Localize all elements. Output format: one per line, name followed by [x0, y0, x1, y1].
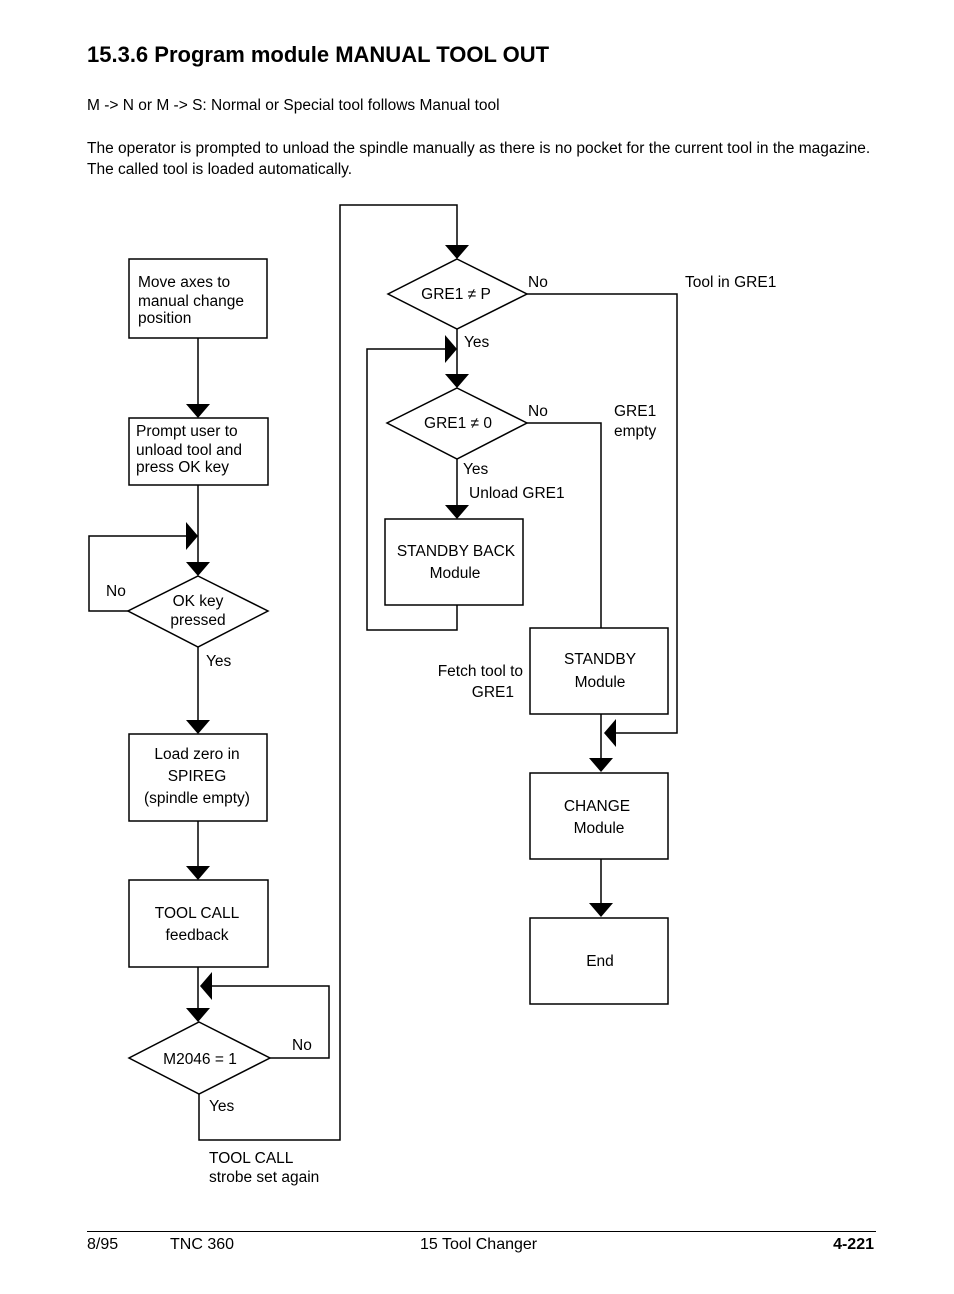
- move-axes-box: [128, 258, 268, 339]
- change-line-1: CHANGE: [564, 798, 630, 815]
- footer-page-number: 4-221: [833, 1236, 874, 1253]
- strobe-line-2: strobe set again: [209, 1169, 319, 1186]
- gre1-0-no-label: No: [528, 403, 548, 420]
- page-heading: 15.3.6 Program module MANUAL TOOL OUT: [87, 42, 550, 67]
- load-zero-box: [128, 733, 268, 822]
- gre1-empty-line-1: GRE1: [614, 403, 656, 420]
- m2046-decision: [127, 1021, 272, 1095]
- standby-line-2: Module: [575, 674, 626, 691]
- gre1-p-label: GRE1 ≠ P: [421, 286, 491, 303]
- gre1-0-decision: [385, 387, 529, 460]
- tool-call-feedback-line-2: feedback: [166, 927, 229, 944]
- gre1-empty-line-2: empty: [614, 423, 656, 440]
- ok-no-label: No: [106, 583, 126, 600]
- ok-key-line-1: OK key: [173, 593, 224, 610]
- move-axes-line-3: position: [138, 310, 191, 327]
- end-box: [529, 917, 669, 1005]
- intro-text: M -> N or M -> S: Normal or Special tool…: [87, 97, 500, 114]
- prompt-user-box: [128, 417, 269, 486]
- ok-yes-label: Yes: [206, 653, 232, 670]
- tool-in-gre1-label: Tool in GRE1: [685, 274, 776, 291]
- flow-connectors: [88, 204, 678, 1141]
- m2046-label: M2046 = 1: [163, 1051, 237, 1068]
- gre1-0-yes-label: Yes: [463, 461, 489, 478]
- standby-line-1: STANDBY: [564, 651, 636, 668]
- load-zero-line-3: (spindle empty): [144, 790, 250, 807]
- gre1-p-decision: [386, 258, 529, 330]
- prompt-user-line-1: Prompt user to: [136, 423, 238, 440]
- m2046-no-label: No: [292, 1037, 312, 1054]
- move-axes-line-2: manual change: [138, 293, 244, 310]
- unload-gre1-label: Unload GRE1: [469, 485, 565, 502]
- move-axes-line-1: Move axes to: [138, 274, 230, 291]
- prompt-user-line-3: press OK key: [136, 459, 229, 476]
- strobe-line-1: TOOL CALL: [209, 1150, 294, 1167]
- prompt-user-line-2: unload tool and: [136, 442, 242, 459]
- footer-date: 8/95: [87, 1236, 119, 1253]
- ok-key-decision: [126, 575, 270, 648]
- m2046-yes-label: Yes: [209, 1098, 235, 1115]
- standby-back-line-1: STANDBY BACK: [397, 543, 516, 560]
- gre1-0-label: GRE1 ≠ 0: [424, 415, 492, 432]
- ok-key-line-2: pressed: [170, 612, 225, 629]
- change-box: [529, 772, 669, 860]
- fetch-tool-line-1: Fetch tool to: [438, 663, 523, 680]
- tool-call-feedback-box: [128, 879, 269, 968]
- standby-back-line-2: Module: [430, 565, 481, 582]
- tool-call-feedback-line-1: TOOL CALL: [155, 905, 240, 922]
- description-text: The operator is prompted to unload the s…: [87, 140, 871, 178]
- fetch-tool-line-2: GRE1: [472, 684, 514, 701]
- load-zero-line-1: Load zero in: [154, 746, 239, 763]
- footer-rule: [87, 1231, 876, 1232]
- standby-box: [529, 627, 669, 715]
- end-label: End: [586, 953, 614, 970]
- standby-back-box: [384, 518, 524, 606]
- footer-model: TNC 360: [170, 1236, 235, 1253]
- change-line-2: Module: [574, 820, 625, 837]
- load-zero-line-2: SPIREG: [168, 768, 227, 785]
- gre1-p-yes-label: Yes: [464, 334, 490, 351]
- gre1-p-no-label: No: [528, 274, 548, 291]
- footer-chapter: 15 Tool Changer: [420, 1236, 538, 1253]
